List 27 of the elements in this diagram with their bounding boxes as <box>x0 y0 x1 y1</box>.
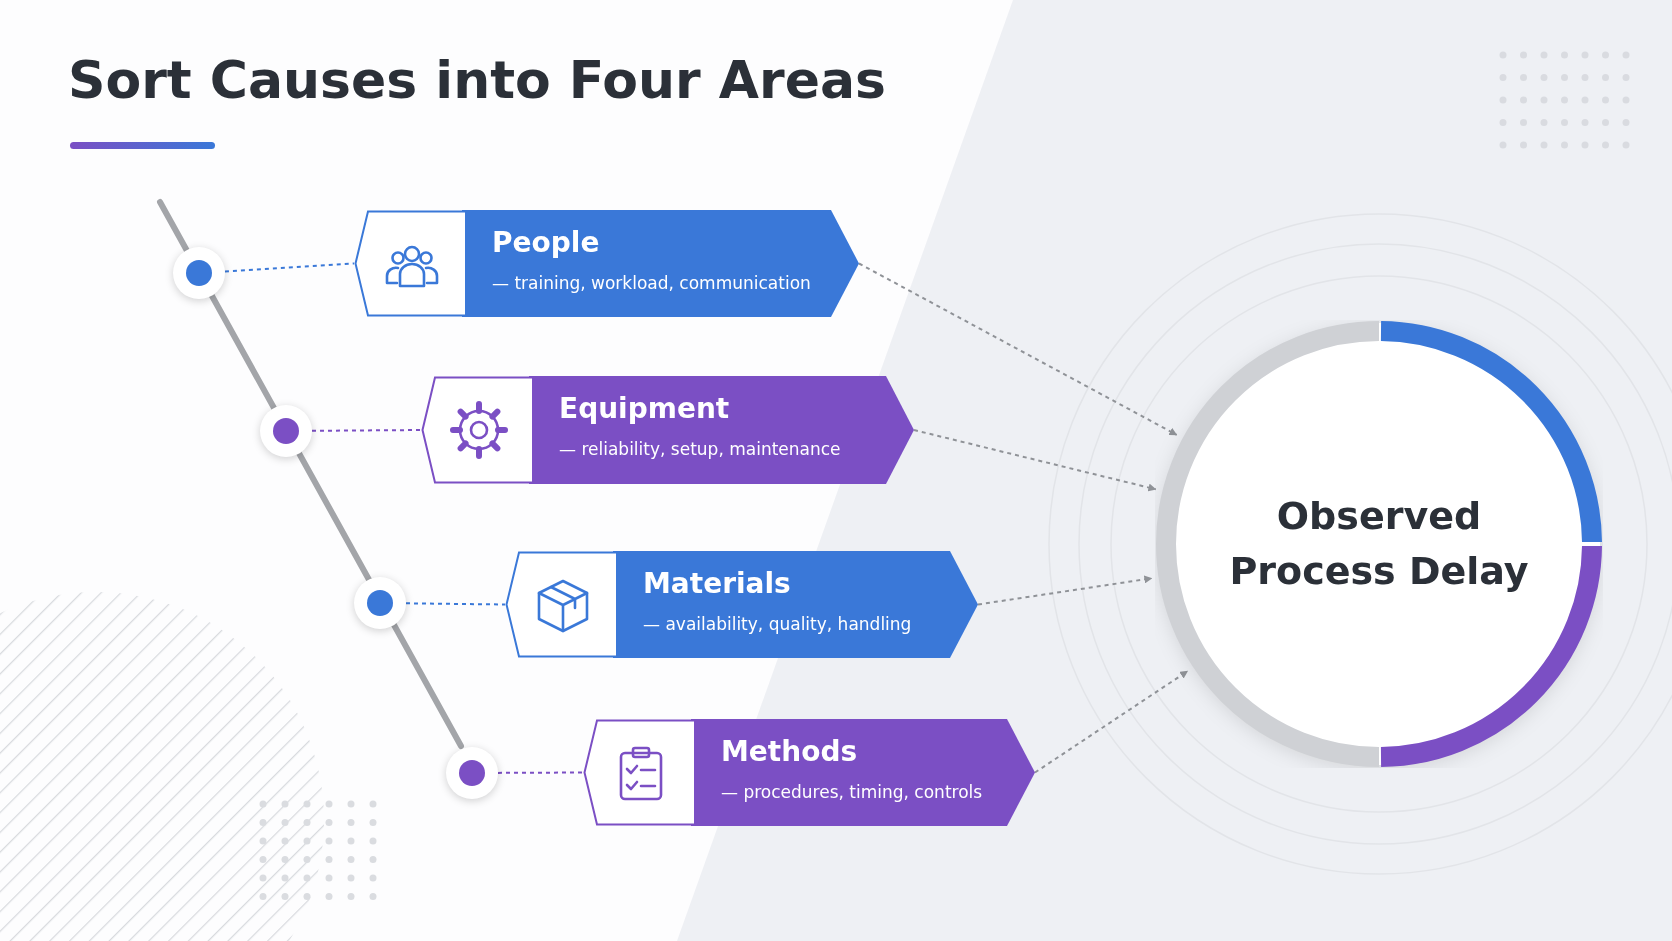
card-subtitle: — training, workload, communication <box>492 273 811 293</box>
category-card <box>583 719 1035 826</box>
arrow <box>858 262 1178 436</box>
card-title: People <box>492 226 600 259</box>
category-card <box>421 376 914 484</box>
card-title: Materials <box>643 567 791 600</box>
outcome-label: Observed Process Delay <box>1228 492 1530 595</box>
timeline-dot <box>446 747 498 799</box>
timeline-dot <box>260 405 312 457</box>
card-subtitle: — availability, quality, handling <box>643 614 912 634</box>
timeline-dot <box>173 247 225 299</box>
category-card <box>505 551 978 658</box>
outcome-circle <box>1155 320 1603 768</box>
arrow <box>913 429 1157 492</box>
arrow <box>1034 670 1189 774</box>
arrow <box>977 575 1153 606</box>
connector-line <box>311 429 422 432</box>
card-title: Equipment <box>559 392 730 425</box>
connector-line <box>223 262 355 273</box>
category-card <box>354 210 859 317</box>
connector-line <box>497 771 584 774</box>
connector-line <box>405 602 506 606</box>
card-subtitle: — reliability, setup, maintenance <box>559 439 841 459</box>
title: Sort Causes into Four Areas <box>68 50 886 110</box>
card-subtitle: — procedures, timing, controls <box>721 782 983 802</box>
timeline-dot <box>354 577 406 629</box>
card-title: Methods <box>721 735 858 768</box>
